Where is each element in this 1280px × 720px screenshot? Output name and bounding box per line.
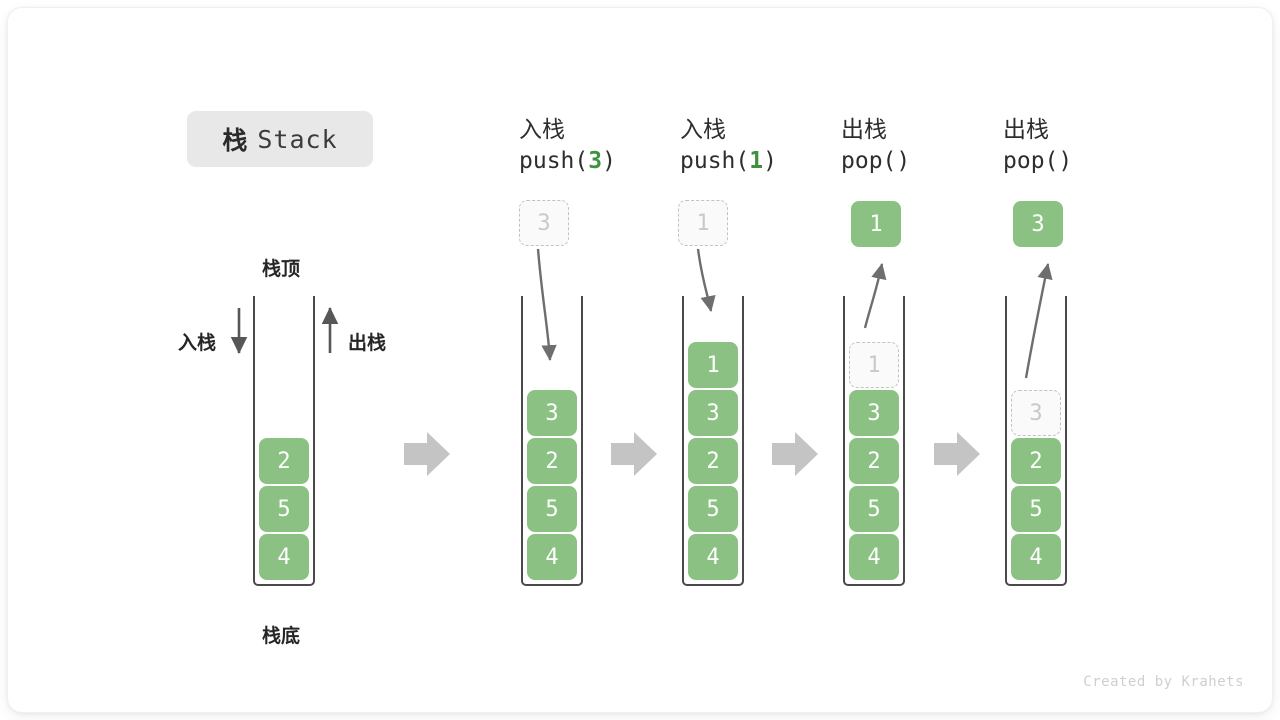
code-arg: 1 [749,148,764,174]
caption-push-3-cn: 入栈 [519,116,565,142]
separator-arrow-2 [611,432,657,476]
code-arg: 3 [588,148,603,174]
stack-slot: 3 [849,390,899,436]
stack-slot: 5 [1011,486,1061,532]
stack-slot: 2 [527,438,577,484]
code-suffix: ) [763,148,777,174]
stack-slot: 4 [688,534,738,580]
diagram-card: 栈 Stack 栈顶 入栈 出栈 4 5 2 栈底 入栈 push(3) 3 4… [8,8,1272,712]
stack-slot: 2 [1011,438,1061,484]
stack-slot: 5 [688,486,738,532]
stack-container-before-pop-3: 4 5 2 3 [1005,296,1067,586]
stack-slot: 5 [849,486,899,532]
stack-container-initial: 4 5 2 [253,296,315,586]
code-prefix: push( [519,148,589,174]
diagram-title-chip: 栈 Stack [187,111,373,167]
caption-pop-3-code: pop() [1003,144,1173,178]
stack-container-after-push-1: 4 5 2 3 1 [682,296,744,586]
caption-pop-1-code: pop() [841,144,1011,178]
code-prefix: push( [680,148,750,174]
incoming-element-1: 1 [678,200,728,246]
stack-slot: 4 [527,534,577,580]
label-push-side: 入栈 [178,333,217,354]
code-prefix: pop( [841,148,897,174]
caption-push-1: 入栈 push(1) [680,114,850,178]
code-prefix: pop( [1003,148,1059,174]
stack-slot-removed: 1 [849,342,899,388]
title-chinese: 栈 [222,127,248,155]
popped-element-3: 3 [1013,201,1063,247]
caption-pop-3-cn: 出栈 [1003,116,1049,142]
stack-slot: 3 [688,390,738,436]
watermark: Created by Krahets [1083,674,1244,690]
caption-push-3: 入栈 push(3) [519,114,689,178]
stack-slot: 2 [849,438,899,484]
stack-slot: 5 [259,486,309,532]
code-suffix: ) [896,148,911,174]
title-english: Stack [257,124,338,154]
stack-slot: 3 [527,390,577,436]
caption-pop-1: 出栈 pop() [841,114,1011,178]
label-stack-bottom: 栈底 [262,626,301,647]
stack-slot: 2 [688,438,738,484]
label-stack-top: 栈顶 [262,259,301,280]
separator-arrow-1 [404,432,450,476]
stack-container-after-push-3: 4 5 2 3 [521,296,583,586]
stack-slot: 4 [849,534,899,580]
incoming-element-3: 3 [519,200,569,246]
caption-pop-3: 出栈 pop() [1003,114,1173,178]
code-suffix: ) [602,148,616,174]
stack-slot: 4 [259,534,309,580]
code-suffix: ) [1058,148,1073,174]
separator-arrow-4 [934,432,980,476]
caption-pop-1-cn: 出栈 [841,116,887,142]
popped-element-1: 1 [851,201,901,247]
caption-push-3-code: push(3) [519,144,689,178]
stack-container-before-pop-1: 4 5 2 3 1 [843,296,905,586]
stack-slot: 2 [259,438,309,484]
stack-slot: 1 [688,342,738,388]
stack-slot: 4 [1011,534,1061,580]
stack-slot: 5 [527,486,577,532]
caption-push-1-cn: 入栈 [680,116,726,142]
caption-push-1-code: push(1) [680,144,850,178]
stack-slot-removed: 3 [1011,390,1061,436]
label-pop-side: 出栈 [348,333,387,354]
separator-arrow-3 [772,432,818,476]
diagram-stage: 栈 Stack 栈顶 入栈 出栈 4 5 2 栈底 入栈 push(3) 3 4… [8,8,1272,712]
